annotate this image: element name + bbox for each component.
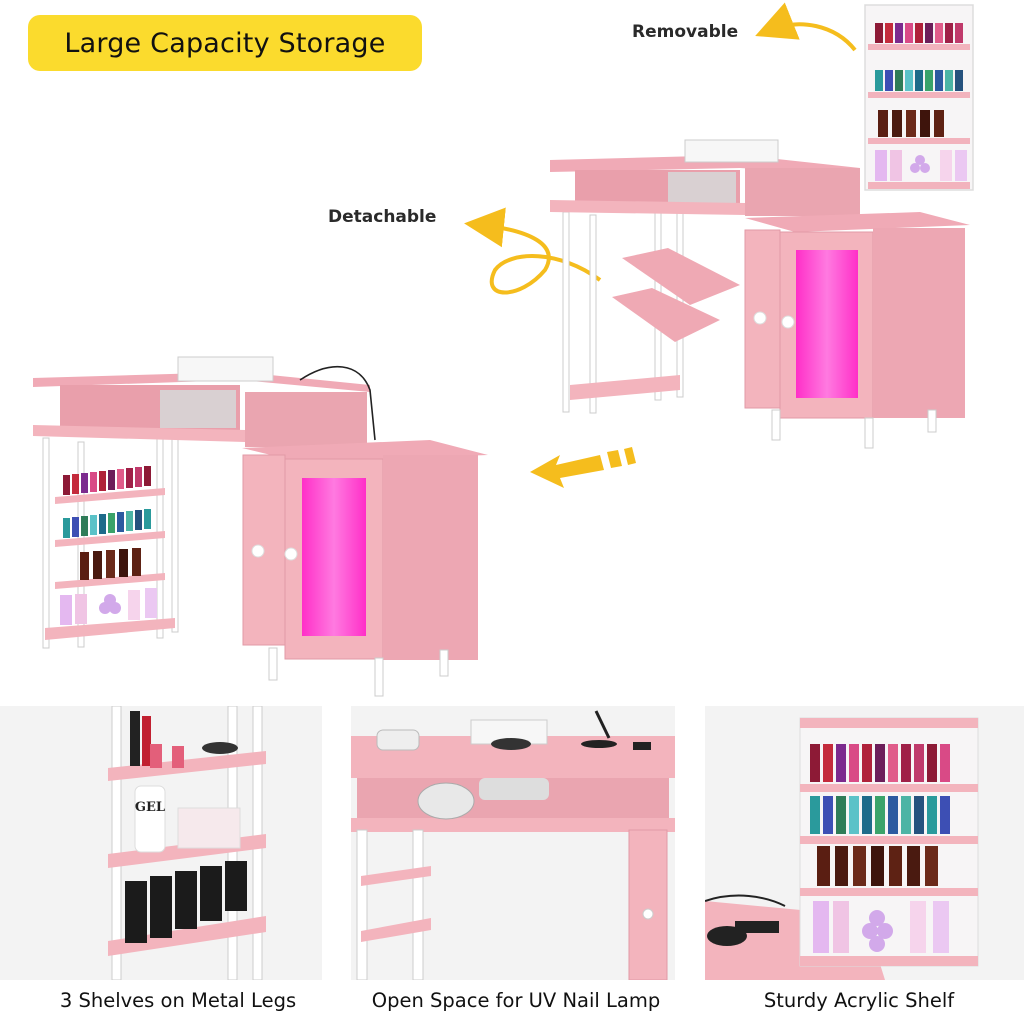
caption-uv-lamp: Open Space for UV Nail Lamp bbox=[371, 989, 661, 1012]
removable-acrylic-shelf bbox=[864, 4, 974, 191]
desk-assembled-view bbox=[33, 356, 488, 697]
caption-acrylic: Sturdy Acrylic Shelf bbox=[763, 989, 955, 1012]
detachable-arrow-icon bbox=[464, 207, 602, 295]
panel-shelves: GEL bbox=[0, 706, 322, 980]
product-scene bbox=[33, 2, 974, 697]
panel-uv-lamp bbox=[351, 706, 675, 980]
detachable-label: Detachable bbox=[328, 207, 437, 227]
direction-arrow-icon bbox=[530, 447, 636, 488]
removable-label: Removable bbox=[632, 22, 739, 42]
badge-title: Large Capacity Storage bbox=[64, 27, 386, 59]
shelves-illustration: GEL bbox=[108, 706, 266, 980]
panel-acrylic bbox=[705, 706, 1024, 980]
acrylic-shelf-illustration bbox=[705, 717, 979, 980]
desk-exploded-view bbox=[550, 139, 970, 449]
removable-arrow-icon bbox=[755, 2, 857, 52]
uv-lamp-illustration bbox=[351, 710, 675, 980]
title-badge: Large Capacity Storage bbox=[28, 15, 422, 71]
caption-shelves: 3 Shelves on Metal Legs bbox=[59, 989, 297, 1012]
gel-bottle-label: GEL bbox=[135, 800, 165, 815]
